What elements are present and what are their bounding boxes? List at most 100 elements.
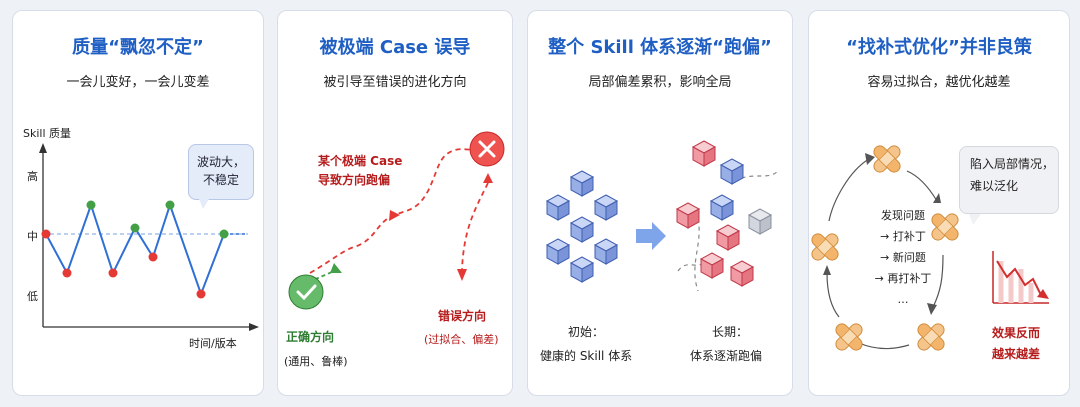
callout-tail	[199, 199, 209, 209]
deviation-arrowhead	[389, 210, 400, 221]
arrow-right-icon	[636, 222, 666, 250]
panel-subtitle: 局部偏差累积，影响全局	[588, 75, 732, 90]
panel-title: “找补式优化”并非良策	[846, 37, 1032, 58]
cycle-arrow	[906, 170, 938, 202]
skill-cube	[720, 158, 744, 185]
point-low	[62, 268, 72, 278]
panel-title: 被极端 Case 误导	[319, 37, 471, 58]
result-label: 效果反而 越来越差	[992, 323, 1040, 365]
declining-arrowhead	[1037, 289, 1049, 299]
skill-cube	[710, 194, 734, 221]
wrong-direction-arrowhead	[457, 269, 467, 281]
correct-direction-note: (通用、鲁棒)	[284, 355, 348, 368]
result-line: 效果反而	[992, 326, 1041, 340]
panel-system-drift: 整个 Skill 体系逐渐“跑偏” 局部偏差累积，影响全局	[527, 10, 793, 396]
panel-title: 质量“飘忽不定”	[72, 37, 204, 58]
point-high	[165, 200, 175, 210]
fluctuation-callout: 波动大， 不稳定	[188, 144, 254, 200]
bandage-icon	[914, 320, 948, 354]
local-trap-callout: 陷入局部情况， 难以泛化	[959, 146, 1059, 214]
callout-line: 波动大，	[196, 155, 245, 169]
point-low	[196, 289, 206, 299]
cycle-step: → 再打补丁	[874, 272, 932, 285]
cycle-arrow	[932, 254, 944, 308]
cycle-arrowhead	[933, 193, 941, 203]
cycle-arrow	[858, 342, 910, 350]
check-mark	[296, 284, 317, 301]
cycle-arrowhead	[927, 303, 937, 315]
panel-subtitle: 被引导至错误的进化方向	[323, 75, 467, 90]
skill-cube	[594, 238, 618, 265]
extreme-case-label: 某个极端 Case 导致方向跑偏	[318, 152, 402, 190]
cycle-step: → 新问题	[880, 251, 926, 264]
level-mid: 中	[27, 230, 38, 243]
correct-direction-label: 正确方向	[286, 330, 335, 344]
quality-line	[45, 201, 225, 297]
cross-mark	[478, 140, 496, 158]
panel-title: 整个 Skill 体系逐渐“跑偏”	[548, 37, 772, 58]
skill-cube	[570, 170, 594, 197]
point-low	[148, 252, 158, 262]
drifted-cube	[700, 252, 724, 279]
cycle-arrow	[828, 158, 870, 222]
initial-note: 健康的 Skill 体系	[540, 349, 633, 363]
cycle-step: …	[897, 293, 909, 306]
point-high	[130, 223, 140, 233]
cycle-arrowhead	[823, 265, 831, 275]
cube-diagram	[546, 140, 779, 292]
drift-trail	[677, 258, 707, 272]
level-low: 低	[27, 290, 38, 303]
panel-quality-fluctuation: 质量“飘忽不定” 一会儿变好，一会儿变差 Skill 质量 高 中 低 时间/版…	[12, 10, 264, 396]
y-axis-label: Skill 质量	[23, 127, 72, 140]
point-low	[108, 268, 118, 278]
drifted-cube	[676, 202, 700, 229]
longterm-note: 体系逐渐跑偏	[690, 349, 763, 363]
x-axis-arrow	[249, 323, 259, 331]
drift-trail	[733, 170, 779, 182]
wrong-direction-arrow-up	[483, 173, 493, 183]
deviation-path	[309, 148, 475, 274]
check-icon	[288, 274, 324, 310]
wrong-direction-label: 错误方向	[438, 309, 487, 323]
panel-subtitle: 一会儿变好，一会儿变差	[66, 75, 210, 90]
direction-diagram	[288, 131, 505, 310]
callout-line: 难以泛化	[970, 179, 1019, 193]
drifted-cube	[716, 224, 740, 251]
point-high	[219, 229, 229, 239]
y-axis-arrow	[39, 143, 47, 153]
skill-cube	[546, 194, 570, 221]
skill-cube	[570, 216, 594, 243]
bandage-icon	[870, 142, 904, 176]
cycle-arrow	[826, 272, 840, 318]
cycle-step: → 打补丁	[880, 230, 926, 243]
result-line: 越来越差	[992, 347, 1041, 361]
skill-cube	[594, 194, 618, 221]
bandage-icon	[809, 230, 842, 264]
callout-line: 陷入局部情况，	[970, 157, 1055, 171]
callout-line: 不稳定	[202, 173, 239, 187]
extreme-case-line: 某个极端 Case	[318, 154, 403, 168]
patch-cycle-diagram	[809, 142, 1049, 354]
drifted-cube	[692, 140, 716, 167]
point-high	[86, 200, 96, 210]
extreme-case-line: 导致方向跑偏	[318, 173, 391, 187]
cycle-step: 发现问题	[881, 209, 925, 222]
cycle-arrowhead	[865, 153, 875, 165]
cycle-text: 发现问题 → 打补丁 → 新问题 → 再打补丁 …	[853, 205, 953, 310]
bandage-icon	[832, 320, 866, 354]
callout-tail	[969, 214, 981, 225]
correct-direction-arrowhead	[330, 263, 342, 273]
x-axis-label: 时间/版本	[189, 337, 237, 350]
skill-cube	[570, 256, 594, 283]
longterm-label: 长期：	[712, 325, 749, 339]
panel-subtitle: 容易过拟合，越优化越差	[867, 75, 1011, 90]
panel-extreme-case: 被极端 Case 误导 被引导至错误的进化方向 某个极端 Case 导致方向跑偏…	[277, 10, 513, 396]
initial-label: 初始：	[568, 325, 605, 339]
faded-cube	[748, 208, 772, 235]
declining-trend-line	[996, 260, 1042, 296]
point-low	[41, 229, 51, 239]
quality-line-chart	[39, 143, 259, 331]
wrong-direction-note: (过拟合、偏差)	[424, 333, 499, 346]
level-high: 高	[27, 170, 38, 183]
wrong-direction-path	[461, 182, 489, 270]
